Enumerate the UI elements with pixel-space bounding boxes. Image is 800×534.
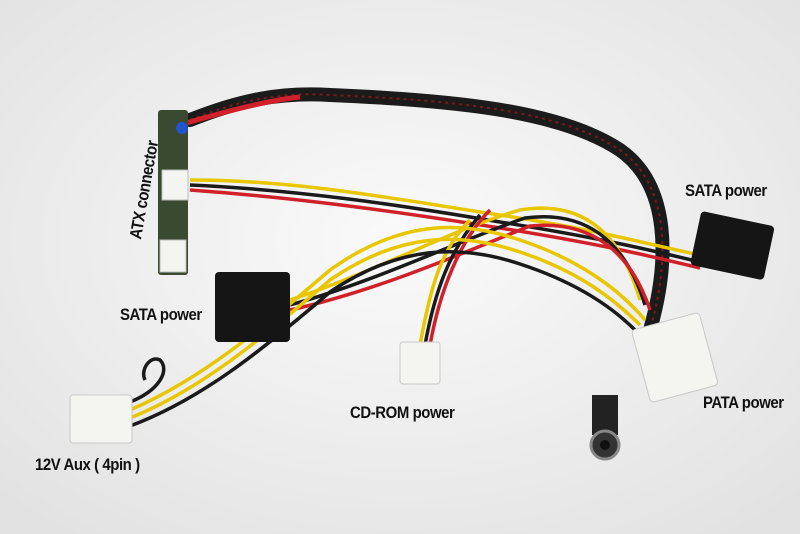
label-cdrom-power: CD-ROM power <box>350 403 455 422</box>
label-12v-aux: 12V Aux ( 4pin ) <box>35 455 140 474</box>
label-sata-power-left: SATA power <box>120 305 202 324</box>
sata-connector-top <box>690 211 775 280</box>
sata-connector-left <box>215 272 290 342</box>
atx-connector-board <box>158 110 189 275</box>
label-pata-power: PATA power <box>703 393 784 412</box>
cdrom-connector <box>399 341 441 385</box>
label-sata-power-top: SATA power <box>685 181 767 200</box>
pata-molex-connector <box>631 312 718 403</box>
dc-jack <box>589 395 621 461</box>
aux-4pin-connector <box>69 394 133 444</box>
